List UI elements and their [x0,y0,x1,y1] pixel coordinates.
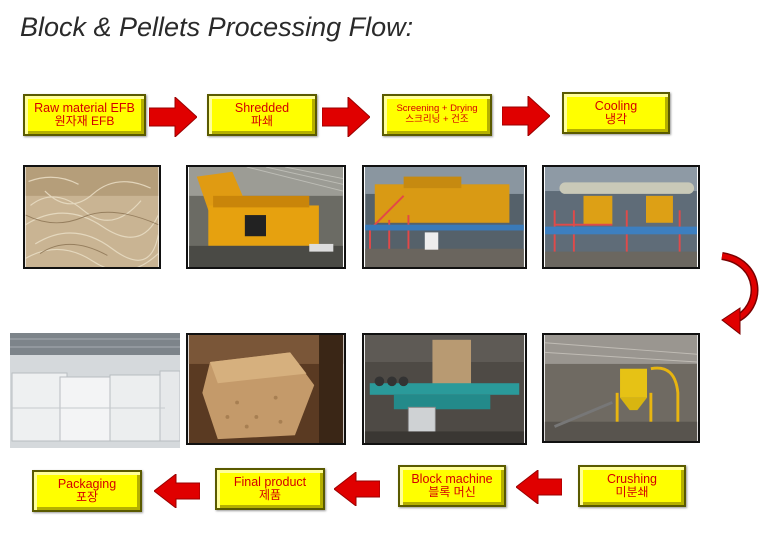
step-block-machine: Block machine 블록 머신 [398,465,506,507]
step-label-en: Shredded [234,100,290,115]
arrow-left-icon [334,472,380,506]
arrow-right-icon [149,97,197,137]
step-screening-drying: Screening + Drying 스크리닝 + 건조 [382,94,492,136]
curved-arrow-down-icon [721,252,759,336]
step-label-en: Block machine [411,471,493,486]
step-final-product: Final product 제품 [215,468,325,510]
arrow-right-icon [322,97,370,137]
photo-block-machine [362,333,527,445]
photo-cooling [542,165,700,269]
photo-screening-dryer [362,165,527,269]
step-crushing: Crushing 미분쇄 [578,465,686,507]
step-label-en: Packaging [57,476,117,491]
step-raw-material: Raw material EFB 원자재 EFB [23,94,146,136]
step-label-ko: 원자재 EFB [54,114,115,129]
step-packaging: Packaging 포장 [32,470,142,512]
arrow-left-icon [516,470,562,504]
photo-raw-efb [23,165,161,269]
step-label-ko: 스크리닝 + 건조 [405,114,469,125]
step-label-en: Final product [233,474,307,489]
step-label-en: Crushing [606,471,658,486]
step-label-ko: 냉각 [604,112,628,127]
photo-final-product [186,333,346,445]
arrow-left-icon [154,474,200,508]
step-shredded: Shredded 파쇄 [207,94,317,136]
photo-shredder [186,165,346,269]
photo-crushing [542,333,700,443]
step-label-ko: 파쇄 [250,114,274,129]
step-label-en: Raw material EFB [34,100,135,115]
step-label-en: Screening + Drying [396,103,478,115]
step-label-ko: 미분쇄 [615,485,649,500]
photo-packaging [10,333,180,448]
arrow-right-icon [502,96,550,136]
step-label-en: Cooling [594,98,638,113]
page-title: Block & Pellets Processing Flow: [20,12,414,42]
step-cooling: Cooling 냉각 [562,92,670,134]
step-label-ko: 제품 [258,488,282,503]
step-label-ko: 포장 [75,490,99,505]
step-label-ko: 블록 머신 [428,485,476,500]
